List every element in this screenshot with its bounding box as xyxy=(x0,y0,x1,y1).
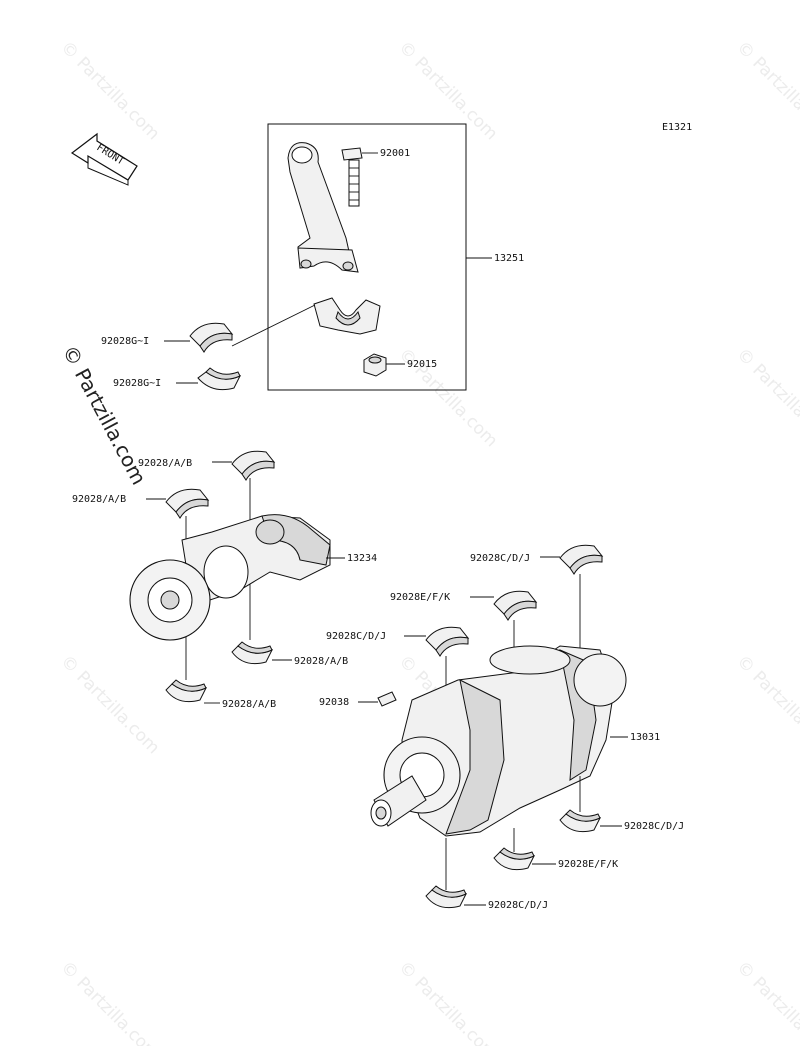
balancer-gear-center xyxy=(160,590,180,610)
crank-bearing-5 xyxy=(493,847,536,871)
watermark: © Partzilla.com xyxy=(732,37,800,144)
watermark: © Partzilla.com xyxy=(56,37,163,144)
callout-92028cdj-3: 92028C/D/J xyxy=(624,821,684,832)
crank-bearing-6 xyxy=(425,885,468,909)
watermark: © Partzilla.com xyxy=(56,651,163,758)
front-arrow-icon: FRONT xyxy=(70,132,138,186)
rod-bearing-upper xyxy=(189,322,234,353)
rod-bearing-lower xyxy=(197,367,242,391)
callout-92015: 92015 xyxy=(407,359,437,370)
crank-bearing-3 xyxy=(425,626,470,657)
callout-92028ab-2: 92028/A/B xyxy=(72,494,126,505)
callout-92028cdj-2: 92028C/D/J xyxy=(326,631,386,642)
watermark: © Partzilla.com xyxy=(732,344,800,451)
connecting-rod-box xyxy=(267,123,467,391)
watermark: © Partzilla.com xyxy=(394,957,501,1046)
callout-13251: 13251 xyxy=(494,253,524,264)
balancer-bearing-4 xyxy=(165,679,208,703)
watermark: © Partzilla.com xyxy=(732,957,800,1046)
callout-92038: 92038 xyxy=(319,697,349,708)
balancer-bearing-2 xyxy=(165,488,210,519)
balancer-bearing-1 xyxy=(231,450,276,481)
callout-92028ab-4: 92028/A/B xyxy=(222,699,276,710)
callout-92028efk-1: 92028E/F/K xyxy=(390,592,450,603)
callout-92028ab-1: 92028/A/B xyxy=(138,458,192,469)
callout-92028gi-lower: 92028G~I xyxy=(113,378,161,389)
diagram-code: E1321 xyxy=(662,122,692,133)
callout-13234: 13234 xyxy=(347,553,377,564)
watermark: © Partzilla.com xyxy=(56,957,163,1046)
balancer-shaft xyxy=(181,514,331,601)
balancer-bearing-3 xyxy=(231,641,274,665)
callout-92001: 92001 xyxy=(380,148,410,159)
watermark: © Partzilla.com xyxy=(732,651,800,758)
crank-bearing-4 xyxy=(559,809,602,833)
woodruff-key xyxy=(377,691,397,707)
callout-13031: 13031 xyxy=(630,732,660,743)
callout-92028efk-2: 92028E/F/K xyxy=(558,859,618,870)
callout-92028gi-upper: 92028G~I xyxy=(101,336,149,347)
callout-92028ab-3: 92028/A/B xyxy=(294,656,348,667)
watermark: © Partzilla.com xyxy=(394,37,501,144)
crank-bearing-1 xyxy=(559,544,604,575)
connecting-rod xyxy=(287,142,359,273)
callout-92028cdj-1: 92028C/D/J xyxy=(470,553,530,564)
rod-bolt xyxy=(341,147,363,207)
rod-cap xyxy=(313,297,381,335)
callout-92028cdj-4: 92028C/D/J xyxy=(488,900,548,911)
crankshaft xyxy=(370,645,627,837)
crank-bearing-2 xyxy=(493,590,538,621)
rod-nut xyxy=(363,353,387,377)
